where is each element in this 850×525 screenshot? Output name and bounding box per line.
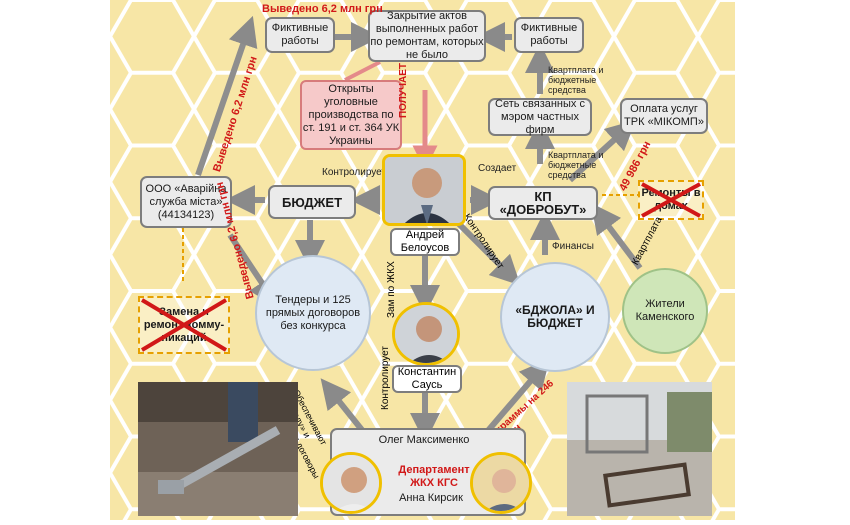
fictive-works-left: Фиктивные работы [265, 17, 335, 53]
withdrawn-top-label: Выведено 6,2 млн грн [262, 3, 383, 15]
kirsik-photo [470, 452, 532, 514]
belousov-photo [382, 154, 466, 226]
portrait-icon [385, 157, 463, 223]
portrait-icon-3 [323, 455, 379, 511]
pipe-photo-image [138, 382, 298, 516]
saus-name: Константин Саусь [392, 365, 462, 393]
budget-box: БЮДЖЕТ [268, 185, 356, 219]
repairs-crossed: Ремонты в домах [638, 180, 704, 220]
quarterly-label-2: Квартплата и бюджетные средства [548, 150, 604, 180]
pipes-crossed: Замена и ремонт комму-никаций [138, 296, 230, 354]
finances-label: Финансы [552, 241, 594, 252]
pipe-photo [138, 382, 298, 516]
quarterly-label-1: Квартплата и бюджетные средства [548, 65, 604, 95]
closing-acts-box: Закрытие актов выполненных работ по ремо… [368, 10, 486, 62]
saus-photo [392, 302, 460, 366]
bus-stop-photo-image [567, 382, 712, 516]
kirsik-name: Анна Кирсик [399, 492, 463, 504]
maksimenko-name: Олег Максименко [378, 434, 470, 446]
bus-stop-photo [567, 382, 712, 516]
receives-label: ПОЛУЧАЕТ [398, 63, 409, 118]
avariyna-box: ООО «Аварійна служба міста» (44134123) [140, 176, 232, 228]
controls-maks-label: Контролирует [380, 346, 391, 410]
deputy-label: Зам по ЖКХ [386, 261, 397, 318]
portrait-icon-2 [395, 305, 457, 363]
maksimenko-photo [320, 452, 382, 514]
trk-box: Оплата услуг ТРК «МІКОМП» [620, 98, 708, 134]
department-name: Департамент ЖКХ КГС [398, 464, 470, 489]
dobrobut-box: КП «ДОБРОБУТ» [488, 186, 598, 220]
fictive-works-right: Фиктивные работы [514, 17, 584, 53]
firms-box: Сеть связанных с мэром частных фирм [488, 98, 592, 136]
portrait-icon-4 [473, 455, 529, 511]
cross-icon-2 [140, 298, 228, 352]
belousov-name: Андрей Белоусов [390, 228, 460, 256]
creates-label: Создает [478, 163, 517, 174]
bdzhola-circle: «БДЖОЛА» И БЮДЖЕТ [500, 262, 610, 372]
controls-budget-label: Контролирует [322, 167, 386, 178]
cross-icon [641, 182, 701, 218]
criminal-cases-box: Открыты уголовные производства по ст. 19… [300, 80, 402, 150]
tenders-circle: Тендеры и 125 прямых договоров без конку… [255, 255, 371, 371]
residents-circle: Жители Каменского [622, 268, 708, 354]
